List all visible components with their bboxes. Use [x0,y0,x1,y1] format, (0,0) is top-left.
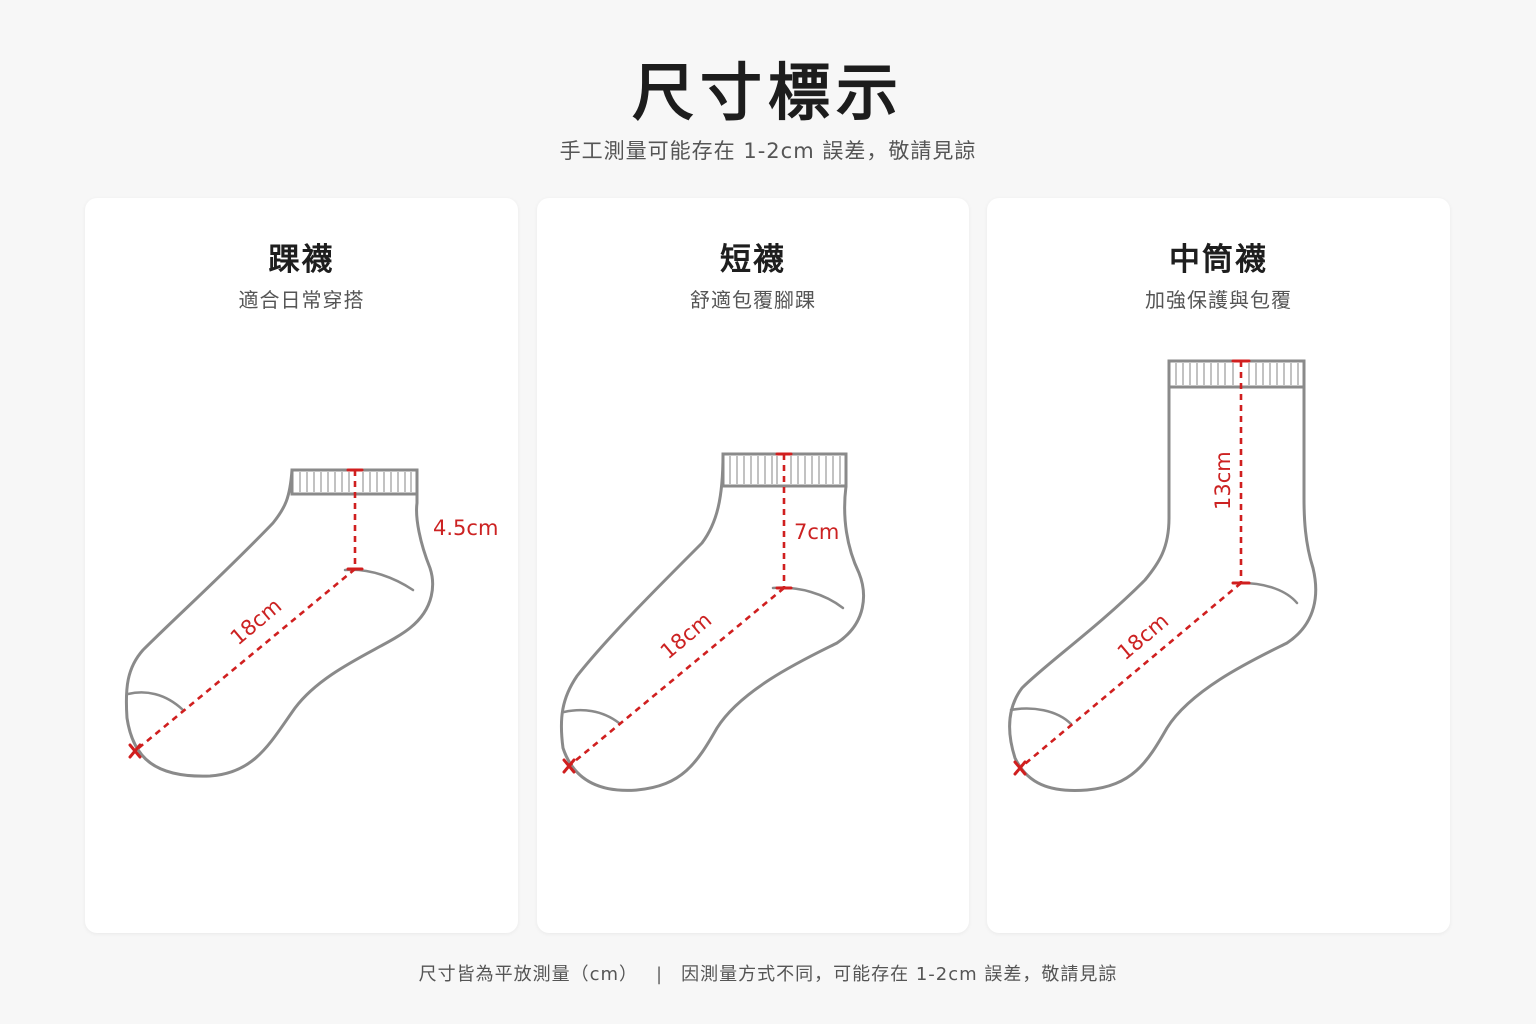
ankle-sock-diagram: 4.5cm 18cm [124,468,498,778]
foot-length-label: 18cm [226,594,286,650]
sock-illustration [1008,359,1318,793]
page-subtitle: 手工測量可能存在 1-2cm 誤差，敬請見諒 [559,139,977,163]
card-short-socks: 短襪 舒適包覆腳踝 [537,198,969,933]
heel-curve [343,568,415,592]
card-ankle-socks: 踝襪 適合日常穿搭 [85,198,518,933]
cuff-height-measure: 7cm [775,452,839,590]
card-title: 短襪 [720,242,786,278]
footer-note: 尺寸皆為平放測量（cm） | 因測量方式不同，可能存在 1-2cm 誤差，敬請見諒 [0,960,1536,986]
footer-note-left: 尺寸皆為平放測量（cm） [418,964,639,985]
cuff-height-label: 7cm [794,520,839,544]
cuff-height-measure: 13cm [1211,359,1251,585]
card-title: 中筒襪 [1169,242,1268,278]
card-crew-socks: 中筒襪 加強保護與包覆 [987,198,1450,933]
card-description: 加強保護與包覆 [1145,288,1292,312]
page-title: 尺寸標示 [631,56,904,129]
foot-length-label: 18cm [1113,609,1173,665]
short-sock-diagram: 7cm 18cm [559,452,865,792]
toe-curve [126,691,185,712]
sock-illustration [124,468,435,778]
cuff-ribbing [299,472,412,492]
heel-curve [1239,581,1299,605]
foot-length-measure: 18cm [1013,582,1242,776]
cuff-height-label: 13cm [1211,451,1235,510]
foot-length-measure: 18cm [128,567,356,759]
crew-sock-diagram: 13cm 18cm [1008,359,1318,793]
cuff-height-label: 4.5cm [433,516,498,540]
footer-separator: | [656,964,664,985]
footer-note-right: 因測量方式不同，可能存在 1-2cm 誤差，敬請見諒 [681,964,1118,985]
toe-curve [562,708,621,725]
toe-curve [1009,707,1073,726]
heel-curve [771,586,845,610]
foot-length-label: 18cm [656,608,716,664]
cuff-ribbing [1175,363,1299,385]
card-description: 適合日常穿搭 [238,288,365,312]
cuff-ribbing [729,456,841,484]
card-title: 踝襪 [268,242,335,278]
foot-length-measure: 18cm [562,586,785,774]
card-description: 舒適包覆腳踝 [690,288,816,312]
